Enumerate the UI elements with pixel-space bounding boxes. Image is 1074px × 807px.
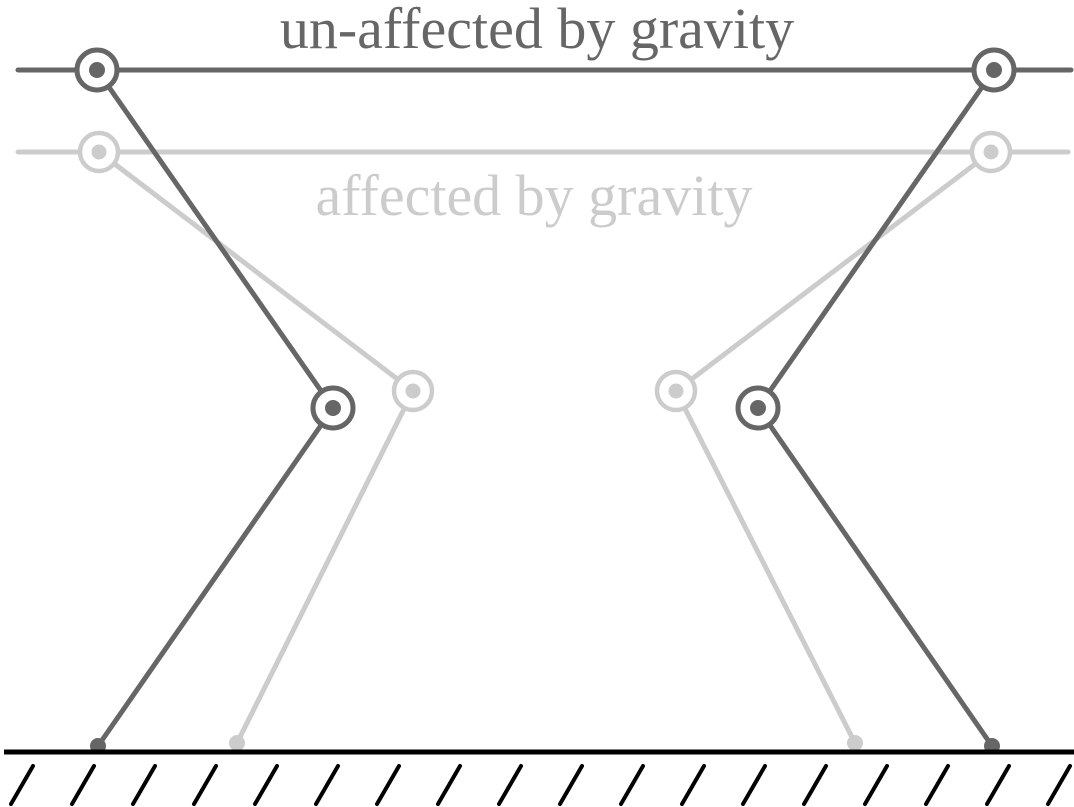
affected-left-lower-link <box>234 388 416 746</box>
affected-left-top-joint <box>77 130 121 174</box>
unaffected-right-top-joint <box>971 47 1017 93</box>
unaffected-joints <box>74 47 1017 754</box>
affected-left-knee-joint <box>391 369 435 413</box>
affected-by-gravity-configuration <box>15 149 1071 746</box>
unaffected-left-top-joint <box>74 47 120 93</box>
affected-joints <box>77 130 1013 751</box>
unaffected-label: un-affected by gravity <box>280 0 794 61</box>
unaffected-left-lower-link <box>95 405 336 749</box>
affected-label: affected by gravity <box>316 163 753 228</box>
affected-left-foot <box>229 735 245 751</box>
unaffected-by-gravity-configuration <box>15 67 1074 749</box>
ground-hatching <box>9 764 1072 806</box>
affected-right-foot <box>847 735 863 751</box>
affected-left-upper-link <box>96 149 416 394</box>
unaffected-right-lower-link <box>755 405 995 749</box>
affected-right-lower-link <box>673 388 858 746</box>
unaffected-right-knee-joint <box>735 385 781 431</box>
unaffected-left-knee-joint <box>310 385 356 431</box>
affected-right-top-joint <box>969 130 1013 174</box>
affected-right-upper-link <box>673 149 994 394</box>
affected-right-knee-joint <box>654 369 698 413</box>
unaffected-left-upper-link <box>94 67 336 411</box>
ground <box>4 749 1074 806</box>
unaffected-right-upper-link <box>755 67 997 411</box>
